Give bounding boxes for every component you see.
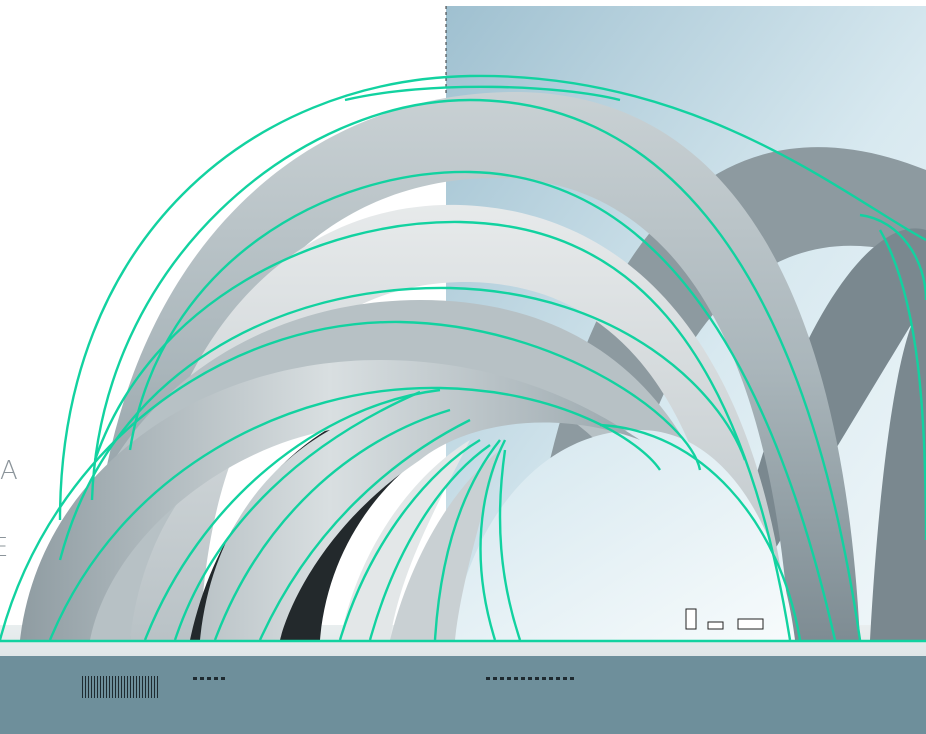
arch-band-third [60,300,745,640]
wireframe-overlay [0,74,926,643]
dash-marker-long [486,677,574,680]
arc-7 [143,388,441,641]
arch-ribbon-inner-b [390,450,500,640]
top-arc-cap [344,85,621,102]
barcode-icon [82,676,158,698]
arch-band-second [130,204,790,640]
arc-12 [368,444,491,641]
arc-1 [90,98,862,641]
ground-base [0,656,926,734]
arc-10 [258,418,471,641]
rect-icon-tall [685,608,697,630]
edge-letter-e: E [0,533,9,563]
arc-2 [128,170,837,641]
arch-opening [450,430,795,640]
arc-14 [479,439,507,641]
arc-15 [498,449,522,641]
arc-8 [173,390,421,641]
rect-icon-small [707,621,724,630]
arch-ribbon-inner-a [340,440,470,640]
dash-marker-short [193,677,225,680]
arc-9 [213,408,451,641]
arc-3 [93,220,792,641]
arc-5 [0,320,702,641]
arch-band-front [20,360,640,640]
outer-arc [58,74,926,521]
arch-band-top [90,91,860,640]
arc-4 [58,286,747,561]
arc-6 [48,386,661,641]
arc-right-edge [859,213,926,301]
edge-letter-a: A [0,456,18,486]
rect-icon-wide [737,618,764,630]
arc-inner-right [599,423,802,641]
arc-11 [338,438,481,641]
arc-13 [433,439,501,641]
